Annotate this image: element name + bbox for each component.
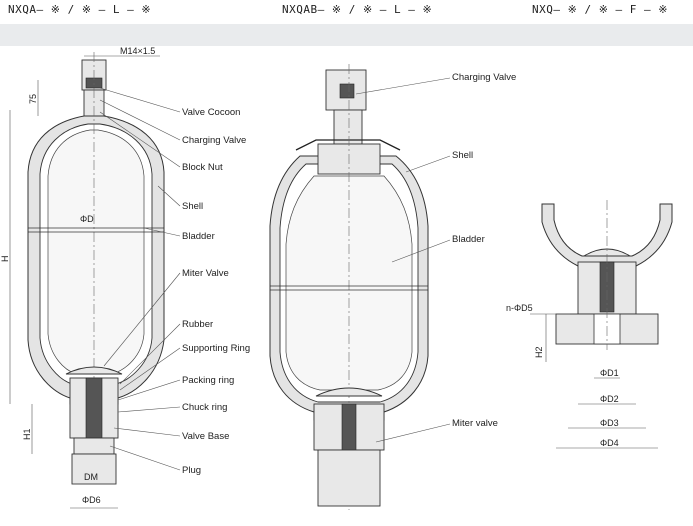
- mid-top-flange: [295, 139, 401, 151]
- label-mid-charging-valve: Charging Valve: [452, 72, 516, 83]
- left-port: [71, 453, 117, 485]
- label-mid-bladder: Bladder: [452, 234, 485, 245]
- label-chuck-ring: Chuck ring: [182, 402, 227, 413]
- leader-block-nut: [99, 111, 181, 168]
- right-d3-label: ΦD3: [600, 418, 619, 428]
- left-75-label: 75: [28, 94, 38, 104]
- left-d6-label: ΦD6: [82, 495, 101, 505]
- leader-shell: [157, 185, 181, 207]
- leader-valve-cocoon: [99, 87, 181, 113]
- label-packing-ring: Packing ring: [182, 375, 234, 386]
- leader-supporting-ring: [119, 347, 181, 391]
- left-thread-label: M14×1.5: [120, 46, 155, 56]
- mid-valve-body: [333, 109, 363, 145]
- mid-valve-nut: [339, 83, 355, 99]
- label-valve-base: Valve Base: [182, 431, 229, 442]
- left-poppet: [65, 366, 123, 375]
- left-h-label: H: [0, 256, 10, 263]
- label-mid-shell: Shell: [452, 150, 473, 161]
- left-valve-stem: [85, 377, 103, 439]
- label-rubber: Rubber: [182, 319, 213, 330]
- right-d2-label: ΦD2: [600, 394, 619, 404]
- left-accumulator: M14×1.5 75 ΦD H H1 DM ΦD6 Valv: [0, 46, 250, 509]
- right-d1-label: ΦD1: [600, 368, 619, 378]
- leader-chuck-ring: [117, 406, 181, 413]
- leader-valve-base: [113, 427, 181, 437]
- label-mid-miter-valve: Miter valve: [452, 418, 498, 429]
- leader-charging-valve: [99, 99, 181, 141]
- label-shell: Shell: [182, 201, 203, 212]
- right-n-d5-label: n-ΦD5: [506, 303, 533, 313]
- label-plug: Plug: [182, 465, 201, 476]
- right-h2-label: H2: [534, 346, 544, 358]
- left-dm-label: DM: [84, 472, 98, 482]
- left-bladder: [47, 129, 145, 375]
- leader-miter-valve: [103, 272, 181, 367]
- label-bladder: Bladder: [182, 231, 215, 242]
- header-band: [0, 24, 693, 46]
- left-phi-d-label: ΦD: [80, 214, 94, 224]
- left-h1-label: H1: [22, 428, 32, 440]
- header-bar: NXQA— ※ / ※ – L – ※ NXQAB— ※ / ※ – L – ※…: [0, 0, 693, 24]
- leader-plug: [109, 445, 181, 471]
- label-valve-cocoon: Valve Cocoon: [182, 107, 240, 118]
- right-d4-label: ΦD4: [600, 438, 619, 448]
- leader-mid-miter-valve: [375, 423, 451, 443]
- mid-valve-base: [317, 449, 381, 507]
- leader-bladder: [143, 227, 181, 237]
- leader-mid-bladder: [391, 239, 451, 263]
- right-shell-bottom: [541, 203, 673, 267]
- label-supporting-ring: Supporting Ring: [182, 343, 250, 354]
- mid-poppet: [315, 387, 383, 397]
- label-charging-valve: Charging Valve: [182, 135, 246, 146]
- model-code-nxqa-l: NXQA— ※ / ※ – L – ※: [8, 3, 152, 16]
- left-plug: [73, 437, 115, 455]
- right-poppet: [582, 248, 632, 257]
- label-miter-valve: Miter Valve: [182, 268, 229, 279]
- middle-accumulator: Charging Valve Shell Bladder Miter valve: [269, 64, 516, 510]
- right-flange-detail: n-ΦD5 H2 ΦD1 ΦD2 ΦD3 ΦD4: [506, 200, 673, 449]
- leader-mid-shell: [405, 155, 451, 173]
- leader-packing-ring: [117, 379, 181, 401]
- model-code-nxq-f: NXQ— ※ / ※ – F – ※: [532, 3, 668, 16]
- label-block-nut: Block Nut: [182, 162, 223, 173]
- leader-rubber: [119, 323, 181, 385]
- model-code-nxqab-l: NXQAB— ※ / ※ – L – ※: [282, 3, 433, 16]
- leader-mid-charging-valve: [355, 77, 451, 95]
